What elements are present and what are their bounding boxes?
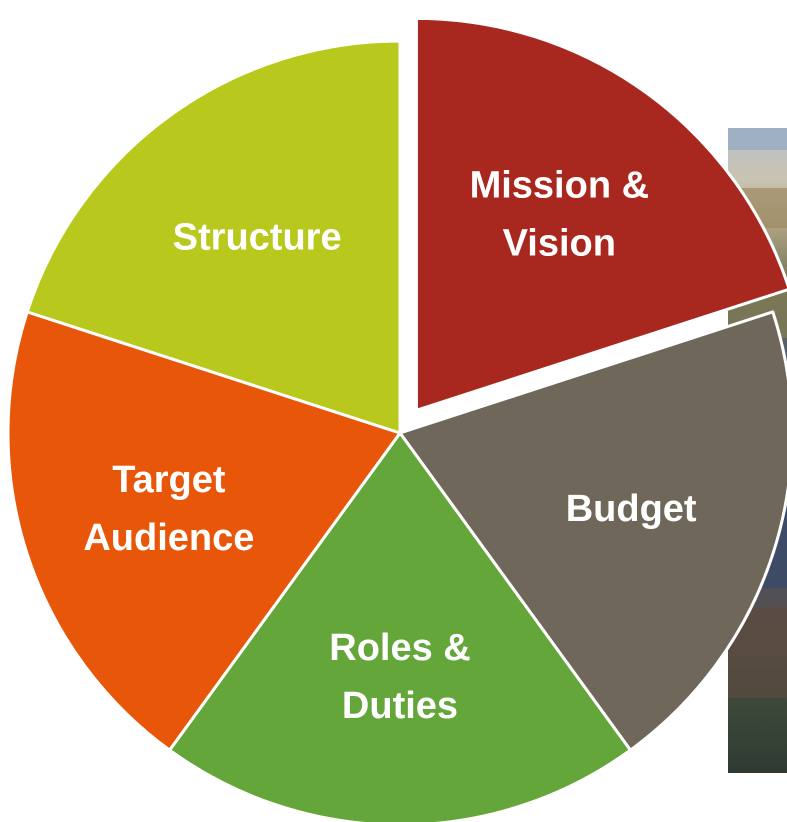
- pie-label-mission: Mission & Vision: [470, 165, 649, 265]
- pie-label-line: Duties: [342, 685, 458, 727]
- pie-slice-roles: [168, 431, 632, 822]
- pie-label-line: Vision: [503, 223, 616, 265]
- pie-slice-target: [6, 310, 402, 752]
- pie-label-line: Mission &: [470, 165, 649, 207]
- pie-label-line: Roles &: [329, 627, 470, 669]
- pie-label-roles: Roles & Duties: [329, 627, 470, 727]
- pie-label-budget: Budget: [566, 488, 697, 530]
- pie-label-line: Structure: [173, 216, 342, 258]
- pie-label-structure: Structure: [173, 216, 342, 258]
- pie-slice-mission: [414, 16, 787, 412]
- pie-label-line: Audience: [83, 517, 254, 559]
- pie-label-line: Budget: [566, 488, 697, 530]
- pie-slice-structure: [25, 39, 402, 435]
- pie-label-line: Target: [112, 459, 226, 501]
